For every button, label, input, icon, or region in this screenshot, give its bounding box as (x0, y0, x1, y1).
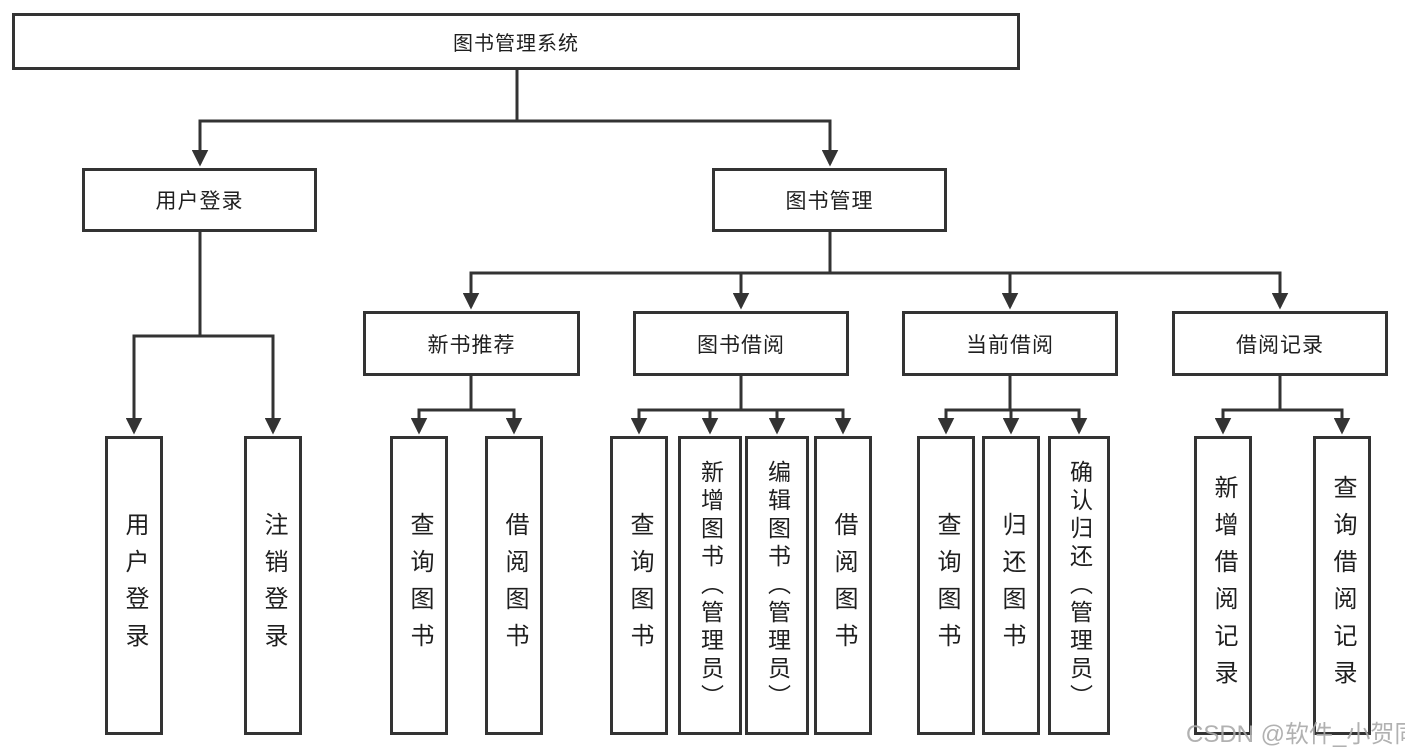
leaf-query-books-recommend: 查询图书 (390, 436, 448, 735)
leaf-add-book-admin: 新增图书（管理员） (678, 436, 742, 735)
leaf-query-books-recommend-label: 查询图书 (406, 511, 433, 660)
leaf-borrow-books-label: 借阅图书 (830, 511, 857, 660)
leaf-confirm-return-admin: 确认归还（管理员） (1048, 436, 1110, 735)
leaf-borrow-books-recommend-label: 借阅图书 (501, 511, 528, 660)
leaf-query-borrow-record-label: 查询借阅记录 (1329, 474, 1356, 697)
node-borrowing-records: 借阅记录 (1172, 311, 1388, 376)
node-root: 图书管理系统 (12, 13, 1020, 70)
node-current-borrowing: 当前借阅 (902, 311, 1118, 376)
leaf-query-books-borrow: 查询图书 (610, 436, 668, 735)
leaf-query-borrow-record: 查询借阅记录 (1313, 436, 1371, 735)
leaf-user-login-label: 用户登录 (121, 511, 148, 660)
node-current-borrowing-label: 当前借阅 (966, 333, 1054, 357)
node-user-login-label: 用户登录 (155, 190, 244, 213)
node-new-book-recommendation-label: 新书推荐 (427, 333, 516, 357)
node-book-management-label: 图书管理 (785, 190, 874, 213)
node-root-label: 图书管理系统 (453, 33, 579, 55)
leaf-logout: 注销登录 (244, 436, 302, 735)
leaf-confirm-return-admin-label: 确认归还（管理员） (1066, 459, 1093, 712)
leaf-logout-label: 注销登录 (260, 511, 287, 660)
node-book-borrowing: 图书借阅 (633, 311, 849, 376)
leaf-borrow-books-recommend: 借阅图书 (485, 436, 543, 735)
leaf-borrow-books: 借阅图书 (814, 436, 872, 735)
leaf-add-book-admin-label: 新增图书（管理员） (697, 459, 724, 712)
connector-group (125, 70, 1351, 435)
node-book-borrowing-label: 图书借阅 (697, 333, 785, 357)
leaf-query-books-borrow-label: 查询图书 (626, 511, 653, 660)
leaf-return-books-label: 归还图书 (998, 511, 1025, 660)
leaf-user-login: 用户登录 (105, 436, 163, 735)
node-user-login: 用户登录 (82, 168, 317, 232)
leaf-edit-book-admin: 编辑图书（管理员） (745, 436, 809, 735)
leaf-query-books-current-label: 查询图书 (933, 511, 960, 660)
leaf-add-borrow-record-label: 新增借阅记录 (1210, 474, 1237, 697)
node-book-management: 图书管理 (712, 168, 947, 232)
leaf-add-borrow-record: 新增借阅记录 (1194, 436, 1252, 735)
node-new-book-recommendation: 新书推荐 (363, 311, 580, 376)
node-borrowing-records-label: 借阅记录 (1236, 333, 1324, 357)
leaf-query-books-current: 查询图书 (917, 436, 975, 735)
leaf-return-books: 归还图书 (982, 436, 1040, 735)
csdn-watermark: CSDN @软件_小贺同学 (1186, 721, 1405, 747)
leaf-edit-book-admin-label: 编辑图书（管理员） (764, 459, 791, 712)
